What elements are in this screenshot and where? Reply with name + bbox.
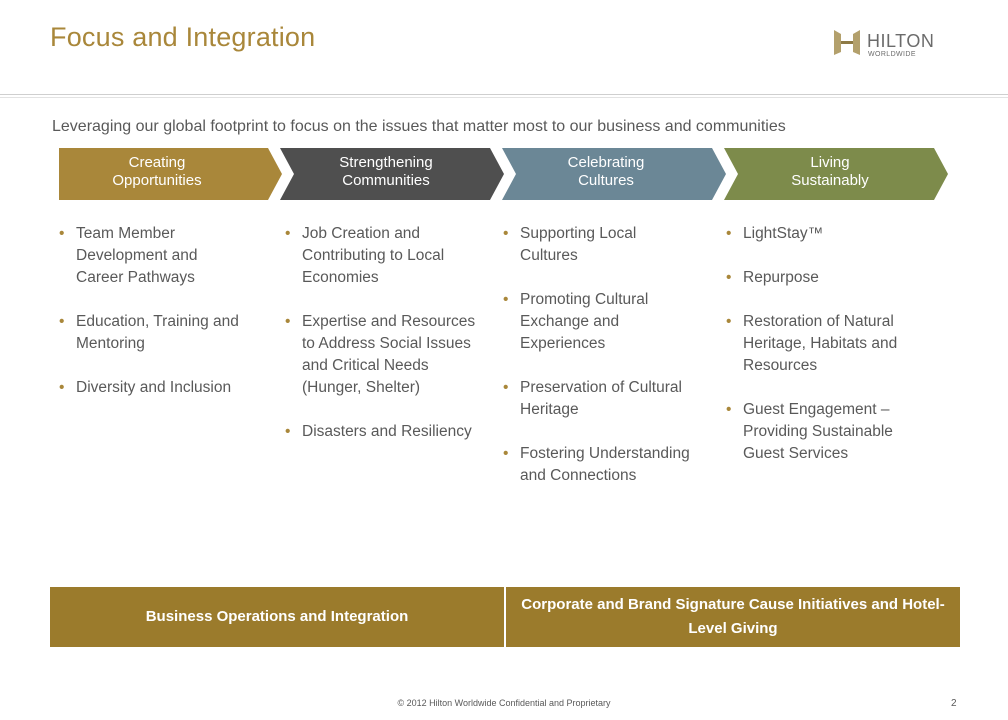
list-item: Disasters and Resiliency [283,421,483,443]
pillar-label-celebrating-cultures: Celebrating Cultures [531,154,681,190]
pillar-label-strengthening-communities: Strengthening Communities [311,154,461,190]
header-divider-secondary [0,97,1008,98]
header-divider [0,94,1008,95]
business-operations-bar: Business Operations and Integration [50,587,504,647]
logo-brand-text: HILTON [867,31,935,51]
pillar-chevrons [59,148,948,200]
pillar-label-line: Cultures [578,172,634,189]
hilton-emblem-icon [834,30,860,55]
pillar-label-living-sustainably: Living Sustainably [755,154,905,190]
slide-title: Focus and Integration [50,22,316,52]
list-item: Fostering Understanding and Connections [501,443,691,487]
page-number: 2 [951,698,957,709]
chevron-celebrating-cultures [502,148,726,200]
hilton-worldwide-logo: HILTON WORLDWIDE [832,27,957,67]
pillar-label-creating-opportunities: Creating Opportunities [82,154,232,190]
logo-sub-text: WORLDWIDE [868,51,916,58]
list-item: Preservation of Cultural Heritage [501,377,691,421]
tagline: Leveraging our global footprint to focus… [52,118,786,135]
pillar-list-living-sustainably: LightStay™ Repurpose Restoration of Natu… [724,223,934,487]
pillar-label-line: Living [810,154,850,171]
chevron-strengthening-communities [280,148,504,200]
pillar-label-line: Celebrating [567,154,645,171]
business-operations-label: Business Operations and Integration [145,608,409,625]
footer-copyright: © 2012 Hilton Worldwide Confidential and… [397,698,611,708]
list-item: Team Member Development and Career Pathw… [57,223,242,289]
pillar-label-line: Sustainably [791,172,869,189]
list-item: Education, Training and Mentoring [57,311,242,355]
list-item: LightStay™ [724,223,934,245]
chevron-creating-opportunities [59,148,282,200]
corporate-initiatives-label: Corporate and Brand Signature Cause Init… [521,596,945,637]
pillar-label-line: Creating [128,154,186,171]
list-item: Supporting Local Cultures [501,223,691,267]
pillar-label-line: Communities [342,172,430,189]
pillar-list-strengthening-communities: Job Creation and Contributing to Local E… [283,223,483,465]
list-item: Restoration of Natural Heritage, Habitat… [724,311,934,377]
list-item: Job Creation and Contributing to Local E… [283,223,483,289]
list-item: Promoting Cultural Exchange and Experien… [501,289,691,355]
pillar-label-line: Opportunities [112,172,202,189]
pillar-list-creating-opportunities: Team Member Development and Career Pathw… [57,223,242,421]
list-item: Guest Engagement – Providing Sustainable… [724,399,934,465]
list-item: Expertise and Resources to Address Socia… [283,311,483,399]
corporate-initiatives-bar: Corporate and Brand Signature Cause Init… [506,587,960,647]
pillar-label-line: Strengthening [339,154,433,171]
list-item: Repurpose [724,267,934,289]
list-item: Diversity and Inclusion [57,377,242,399]
pillar-list-celebrating-cultures: Supporting Local Cultures Promoting Cult… [501,223,691,509]
chevron-living-sustainably [724,148,948,200]
